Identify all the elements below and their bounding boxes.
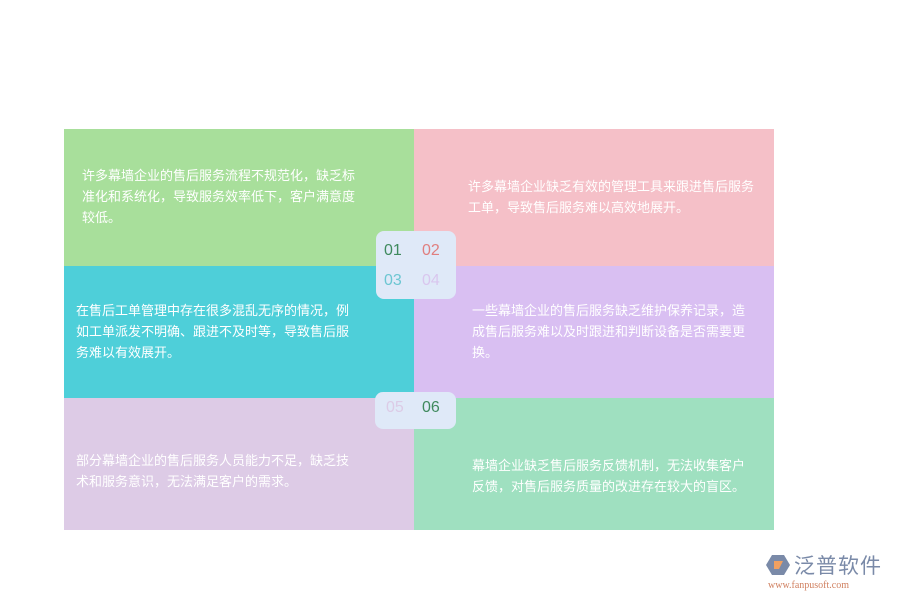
issue-text-3: 在售后工单管理中存在很多混乱无序的情况，例如工单派发不明确、跟进不及时等，导致售… <box>76 303 350 361</box>
issue-card-5: 部分幕墙企业的售后服务人员能力不足，缺乏技术和服务意识，无法满足客户的需求。 <box>64 398 414 530</box>
issue-text-4: 一些幕墙企业的售后服务缺乏维护保养记录，造成售后服务难以及时跟进和判断设备是否需… <box>472 303 746 361</box>
issue-card-2: 许多幕墙企业缺乏有效的管理工具来跟进售后服务工单，导致售后服务难以高效地展开。 <box>414 129 774 266</box>
number-02: 02 <box>422 242 440 259</box>
issue-card-3: 在售后工单管理中存在很多混乱无序的情况，例如工单派发不明确、跟进不及时等，导致售… <box>64 266 414 398</box>
number-badge-bottom <box>375 392 456 429</box>
number-badge-top <box>376 231 456 299</box>
number-05: 05 <box>386 399 404 416</box>
number-03: 03 <box>384 272 402 289</box>
number-01: 01 <box>384 242 402 259</box>
issue-text-1: 许多幕墙企业的售后服务流程不规范化，缺乏标准化和系统化，导致服务效率低下，客户满… <box>82 169 356 226</box>
logo-name: 泛普软件 <box>794 554 882 578</box>
issue-text-2: 许多幕墙企业缺乏有效的管理工具来跟进售后服务工单，导致售后服务难以高效地展开。 <box>468 179 755 216</box>
issue-text-6: 幕墙企业缺乏售后服务反馈机制，无法收集客户反馈，对售后服务质量的改进存在较大的盲… <box>472 459 746 495</box>
issue-text-5: 部分幕墙企业的售后服务人员能力不足，缺乏技术和服务意识，无法满足客户的需求。 <box>76 454 350 490</box>
issue-card-4: 一些幕墙企业的售后服务缺乏维护保养记录，造成售后服务难以及时跟进和判断设备是否需… <box>414 266 774 398</box>
logo-icon <box>766 555 790 575</box>
logo-url: www.fanpusoft.com <box>768 580 850 591</box>
issue-card-6: 幕墙企业缺乏售后服务反馈机制，无法收集客户反馈，对售后服务质量的改进存在较大的盲… <box>414 398 774 530</box>
number-06: 06 <box>422 399 440 416</box>
fanpusoft-logo: 泛普软件 www.fanpusoft.com <box>766 550 896 595</box>
number-04: 04 <box>422 272 440 289</box>
issue-card-1: 许多幕墙企业的售后服务流程不规范化，缺乏标准化和系统化，导致服务效率低下，客户满… <box>64 129 414 266</box>
